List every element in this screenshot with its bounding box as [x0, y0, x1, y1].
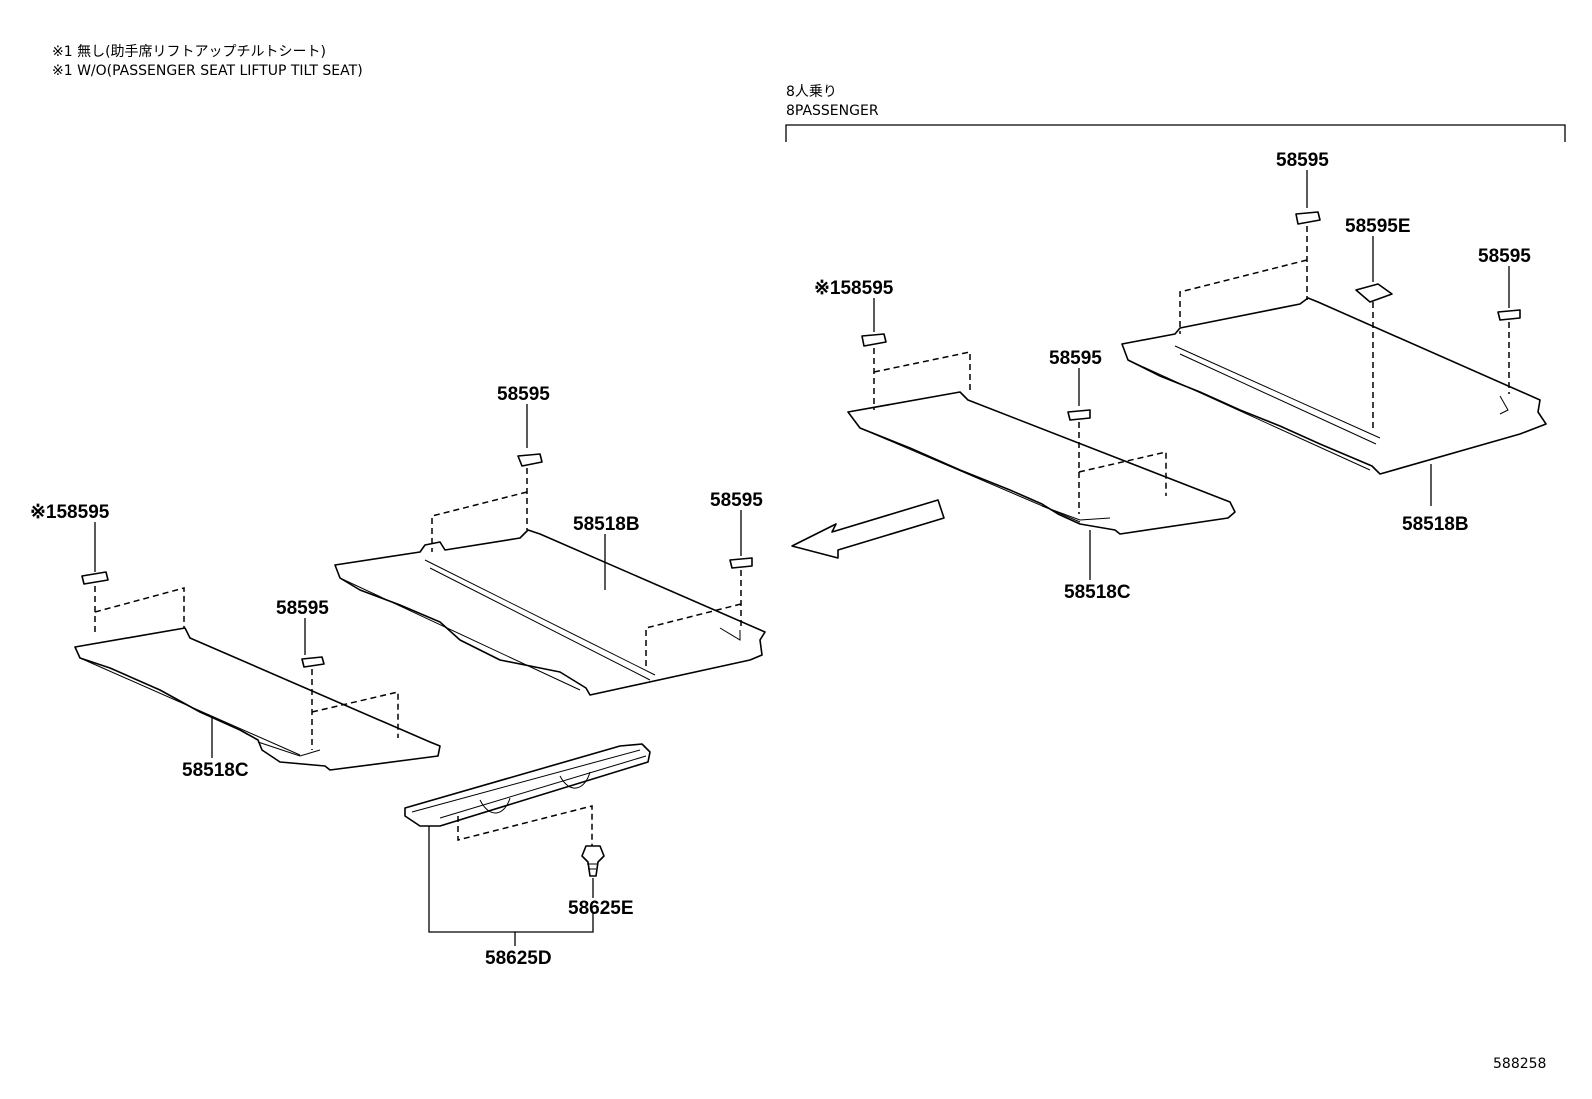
label-x1-58595-right: ※158595 — [814, 278, 894, 299]
clip-58595-right-right-icon — [1497, 309, 1521, 321]
guide — [94, 587, 185, 628]
guide — [873, 351, 971, 394]
group-bracket — [785, 124, 1566, 142]
clip-58595-right-top-icon — [1295, 211, 1321, 225]
part-58625D — [404, 743, 651, 827]
note-line-en: ※1 W/O(PASSENGER SEAT LIFTUP TILT SEAT) — [52, 63, 363, 79]
label-58595-right-mid: 58595 — [1049, 348, 1102, 369]
guide — [457, 805, 593, 846]
group-label-jp: 8人乗り — [786, 84, 837, 100]
label-58595-left-right: 58595 — [710, 490, 763, 511]
label-58595-right-top: 58595 — [1276, 150, 1329, 171]
label-x1-58595-left: ※158595 — [30, 502, 110, 523]
guide — [645, 603, 742, 670]
label-58595E: 58595E — [1345, 216, 1411, 237]
label-58595-right-right: 58595 — [1478, 246, 1531, 267]
clip-58595-left-top-icon — [517, 453, 543, 467]
label-58625E: 58625E — [568, 898, 634, 919]
direction-arrow-icon — [791, 499, 945, 559]
diagram-id: 588258 — [1493, 1056, 1547, 1072]
clip-58595E-icon — [1355, 283, 1393, 303]
clip-58595-left-right-icon — [729, 557, 753, 569]
label-58625D: 58625D — [485, 948, 552, 969]
label-58595-left-mid: 58595 — [276, 598, 329, 619]
guide — [1179, 259, 1308, 334]
part-58625E-clip-icon — [581, 845, 605, 877]
guide — [431, 491, 528, 552]
part-58518C-right — [847, 391, 1236, 535]
part-58518B-left — [334, 529, 766, 696]
label-58518B-right: 58518B — [1402, 514, 1469, 535]
label-58518B-left: 58518B — [573, 514, 640, 535]
clip-x1-58595-left-icon — [81, 571, 109, 585]
label-58518C-left: 58518C — [182, 760, 249, 781]
clip-x1-58595-right-icon — [861, 333, 887, 347]
clip-58595-left-mid-icon — [301, 656, 325, 668]
label-58518C-right: 58518C — [1064, 582, 1131, 603]
group-label-en: 8PASSENGER — [786, 103, 879, 119]
leader — [428, 826, 594, 933]
clip-58595-right-mid-icon — [1067, 409, 1091, 421]
part-58518B-right — [1121, 297, 1547, 475]
label-58595-left-top: 58595 — [497, 384, 550, 405]
part-58518C-left — [74, 627, 441, 771]
note-line-jp: ※1 無し(助手席リフトアップチルトシート) — [52, 44, 327, 60]
